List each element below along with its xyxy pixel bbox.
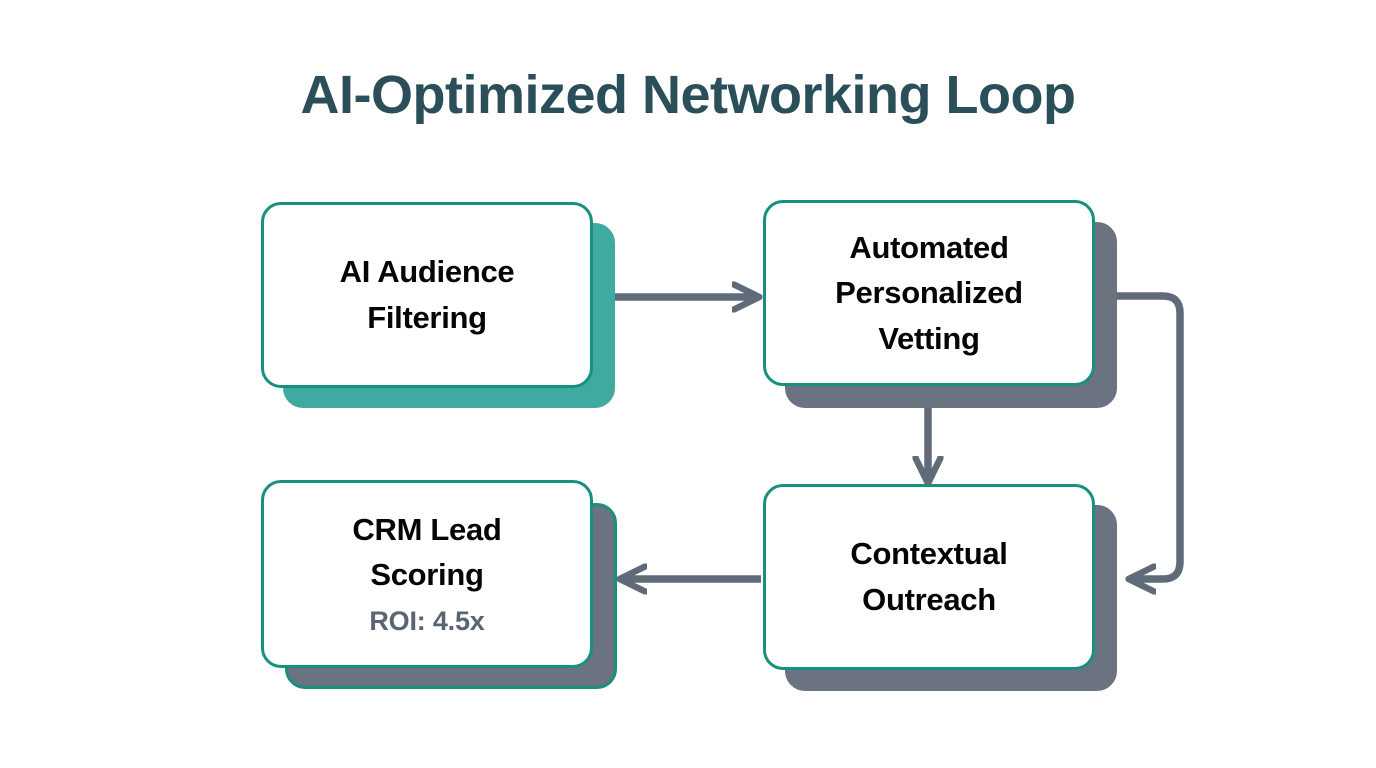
node-metric: ROI: 4.5x [369, 605, 485, 636]
node-label: Contextual Outreach [850, 536, 1008, 617]
node-card[interactable]: Contextual Outreach [763, 484, 1095, 670]
node-card[interactable]: CRM Lead Scoring ROI: 4.5x [261, 480, 593, 668]
node-contextual-outreach[interactable]: Contextual Outreach [763, 484, 1117, 691]
node-ai-audience-filtering[interactable]: AI Audience Filtering [261, 202, 615, 408]
node-label: Automated Personalized Vetting [835, 229, 1023, 356]
connector-vetting-loop-to-outreach [1110, 292, 1184, 579]
node-automated-personalized-vetting[interactable]: Automated Personalized Vetting [763, 200, 1117, 408]
node-card[interactable]: Automated Personalized Vetting [763, 200, 1095, 386]
node-label: AI Audience Filtering [339, 254, 515, 335]
node-crm-lead-scoring[interactable]: CRM Lead Scoring ROI: 4.5x [261, 480, 617, 691]
node-card[interactable]: AI Audience Filtering [261, 202, 593, 388]
node-label: CRM Lead Scoring [352, 511, 502, 593]
page-title: AI-Optimized Networking Loop [300, 65, 1076, 125]
